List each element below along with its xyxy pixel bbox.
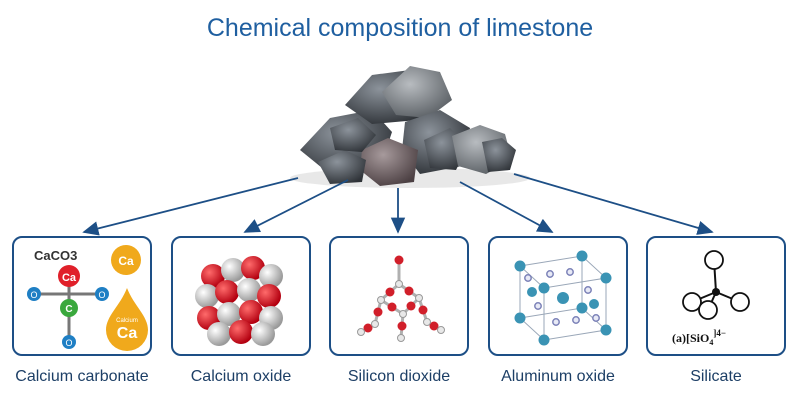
svg-text:Ca: Ca [62,272,77,284]
arrows [82,173,714,236]
svg-text:Ca: Ca [117,325,138,342]
svg-text:O: O [30,290,37,300]
aluminum-oxide-crystal-image [514,250,612,346]
card-silicate: (a)[SiO4]4− [646,236,786,356]
caption-aluminum-oxide: Aluminum oxide [501,368,615,385]
caption-calcium-oxide: Calcium oxide [190,368,292,385]
silicon-dioxide-structure-image [357,255,445,342]
card-silicon-dioxide [329,236,469,356]
svg-text:Ca: Ca [118,254,134,268]
arrow-to-silicate [513,173,714,235]
calcium-oxide-lattice-image [195,256,283,346]
silicate-tetrahedron-image: (a)[SiO4]4− [672,250,750,347]
svg-text:O: O [98,290,105,300]
limestone-rocks-image [290,66,530,188]
card-calcium-carbonate: CaCO3 Ca Ca C O O O Calcium Ca [12,236,152,356]
caption-silicon-dioxide: Silicon dioxide [347,368,451,385]
card-calcium-oxide [171,236,311,356]
card-aluminum-oxide [488,236,628,356]
silicate-formula: (a)[SiO4]4− [672,328,726,347]
svg-text:Calcium: Calcium [116,318,138,324]
arrow-to-aluminum-oxide [459,181,554,233]
caption-calcium-carbonate: Calcium carbonate [15,368,149,385]
formula-text: CaCO3 [34,248,77,263]
page-title: Chemical composition of limestone [206,14,594,42]
svg-text:C: C [65,304,72,315]
svg-text:O: O [65,338,72,348]
caption-silicate: Silicate [690,368,742,385]
arrow-to-calcium-carbonate [82,177,299,236]
arrow-to-calcium-oxide [243,179,349,233]
